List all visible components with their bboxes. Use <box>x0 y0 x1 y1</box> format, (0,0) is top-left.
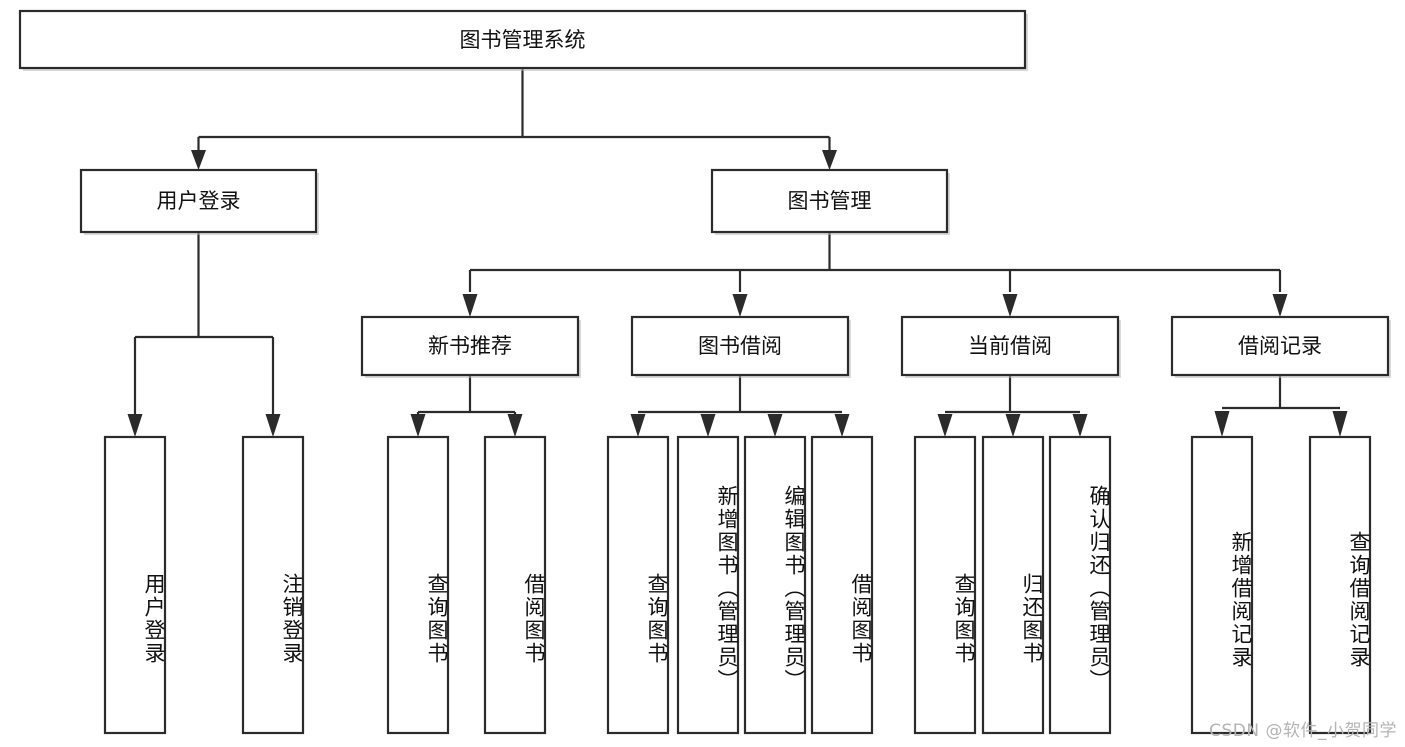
arrow-to-leaf-return-book <box>1005 414 1021 437</box>
node-label-root: 图书管理系统 <box>460 28 586 52</box>
node-label-new-book-recommend: 新书推荐 <box>428 334 512 358</box>
arrow-to-leaf-logout <box>265 414 281 437</box>
arrow-to-leaf-query-book-3 <box>937 414 953 437</box>
node-box-leaf-add-book[interactable] <box>676 435 740 735</box>
node-box-leaf-user-login[interactable] <box>103 435 167 735</box>
node-box-book-borrow[interactable] <box>630 315 850 377</box>
node-label-book-management: 图书管理 <box>788 189 872 213</box>
arrow-to-leaf-query-book-2 <box>630 414 646 437</box>
node-label-book-borrow: 图书借阅 <box>698 334 782 358</box>
node-box-borrow-record[interactable] <box>1170 315 1390 377</box>
arrow-to-leaf-borrow-book-1 <box>507 414 523 437</box>
node-box-book-management[interactable] <box>710 168 949 234</box>
node-box-leaf-confirm-return[interactable] <box>1048 435 1112 735</box>
node-box-leaf-logout[interactable] <box>241 435 305 735</box>
nodes-group: 图书管理系统 用户登录 图书管理 新书推荐 图书借阅 当前借阅 借阅记录 <box>18 9 1391 735</box>
arrow-to-borrow-record <box>1272 294 1288 317</box>
arrow-to-book-borrow <box>732 294 748 317</box>
node-box-leaf-query-book-1[interactable] <box>386 435 450 735</box>
node-box-leaf-query-book-2[interactable] <box>606 435 670 735</box>
node-box-leaf-borrow-book-2[interactable] <box>810 435 874 735</box>
node-box-root[interactable] <box>18 9 1027 70</box>
node-label-current-borrow: 当前借阅 <box>968 334 1052 358</box>
connectors-group <box>127 68 1348 437</box>
node-label-user-login: 用户登录 <box>157 189 241 213</box>
csdn-watermark: CSDN @软件_小贺同学 <box>1209 721 1397 741</box>
node-box-new-book-recommend[interactable] <box>360 315 580 377</box>
node-box-leaf-add-record[interactable] <box>1190 435 1254 735</box>
node-box-leaf-query-record[interactable] <box>1308 435 1372 735</box>
node-box-leaf-borrow-book-1[interactable] <box>483 435 547 735</box>
node-box-leaf-edit-book[interactable] <box>743 435 807 735</box>
node-label-borrow-record: 借阅记录 <box>1238 334 1322 358</box>
arrow-to-leaf-add-book <box>700 414 716 437</box>
arrow-to-leaf-borrow-book-2 <box>834 414 850 437</box>
arrow-to-new-book-rec <box>462 294 478 317</box>
node-box-user-login[interactable] <box>79 168 318 234</box>
leaf-boxes-group <box>103 435 1372 735</box>
arrow-to-leaf-query-book-1 <box>410 414 426 437</box>
arrow-to-book-mgmt <box>822 150 837 170</box>
node-box-current-borrow[interactable] <box>900 315 1120 377</box>
arrow-to-user-login <box>191 150 206 170</box>
arrow-to-leaf-add-record <box>1214 411 1230 437</box>
arrow-to-leaf-edit-book <box>767 414 783 437</box>
node-box-leaf-return-book[interactable] <box>981 435 1045 735</box>
arrow-to-leaf-confirm-return <box>1072 414 1088 437</box>
node-box-leaf-query-book-3[interactable] <box>913 435 977 735</box>
arrow-to-leaf-query-record <box>1332 411 1348 437</box>
arrow-to-current-borrow <box>1002 294 1018 317</box>
arrow-to-leaf-user-login <box>127 414 143 437</box>
